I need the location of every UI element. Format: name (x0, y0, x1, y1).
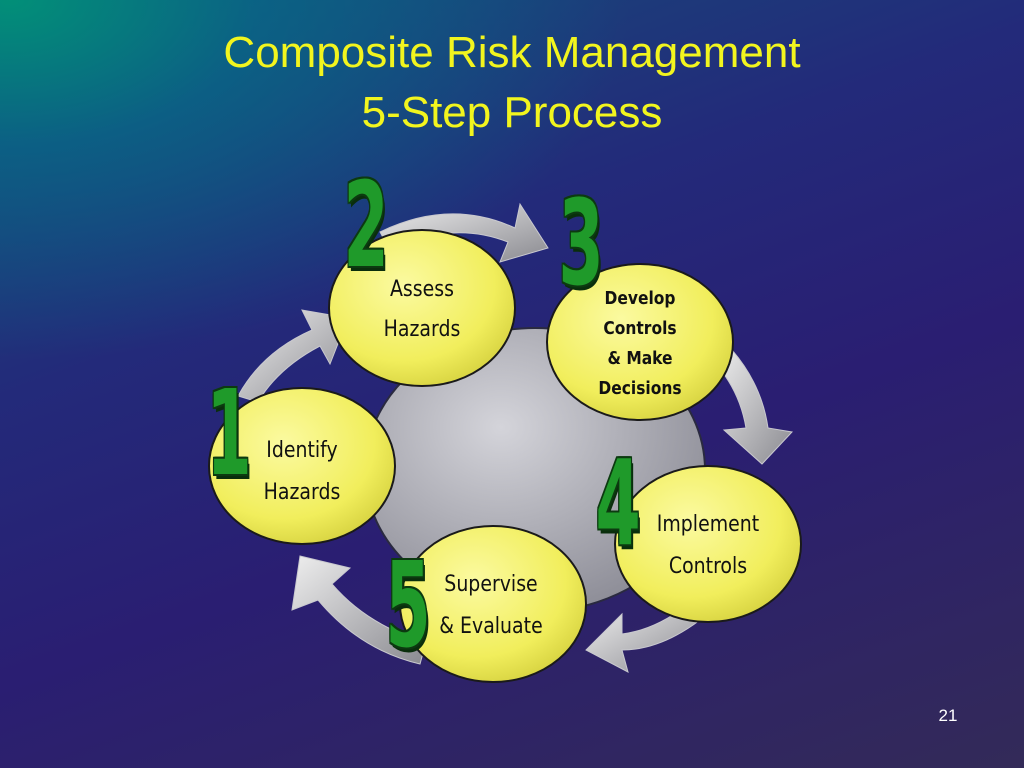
step-4-circle (614, 465, 802, 623)
step-2-circle (328, 229, 516, 387)
step-2-line1: Assess (389, 277, 455, 302)
cycle-arrows (237, 202, 794, 673)
step-1-line1: Identify (266, 438, 338, 463)
step-2-number: 2 (343, 156, 389, 294)
step-5-circle (399, 525, 587, 683)
step-5-line1: Supervise (444, 572, 538, 597)
arrow-4-to-5 (585, 605, 701, 673)
step-1-line2: Hazards (263, 480, 341, 505)
step-4-line1: Implement (656, 512, 760, 537)
step-5-number: 5 (385, 536, 431, 674)
slide-subtitle: 5-Step Process (361, 88, 663, 137)
step-4-line2: Controls (668, 554, 748, 579)
arrow-3-to-4 (715, 349, 794, 465)
step-1-number: 1 (206, 364, 252, 502)
slide-title: Composite Risk Management (223, 28, 801, 77)
page-number: 21 (938, 706, 958, 725)
step-3-line2: Controls (603, 318, 677, 339)
step-4-number: 4 (595, 434, 641, 572)
step-5-label: Supervise & Evaluate (431, 564, 551, 648)
step-1-label: Identify Hazards (242, 430, 362, 514)
step-5-line2: & Evaluate (439, 614, 543, 639)
step-3-number: 3 (558, 174, 604, 312)
step-4-label: Implement Controls (648, 504, 768, 588)
step-2-line2: Hazards (383, 317, 461, 342)
arrow-5-to-1 (291, 555, 427, 665)
step-3-line1: Develop (604, 288, 676, 309)
step-3-line4: Decisions (598, 378, 682, 399)
step-3-label: Develop Controls & Make Decisions (580, 284, 700, 404)
step-3-circle (546, 263, 734, 421)
step-1-circle (208, 387, 396, 545)
step-2-label: Assess Hazards (362, 270, 482, 350)
step-3-line3: & Make (607, 348, 673, 369)
